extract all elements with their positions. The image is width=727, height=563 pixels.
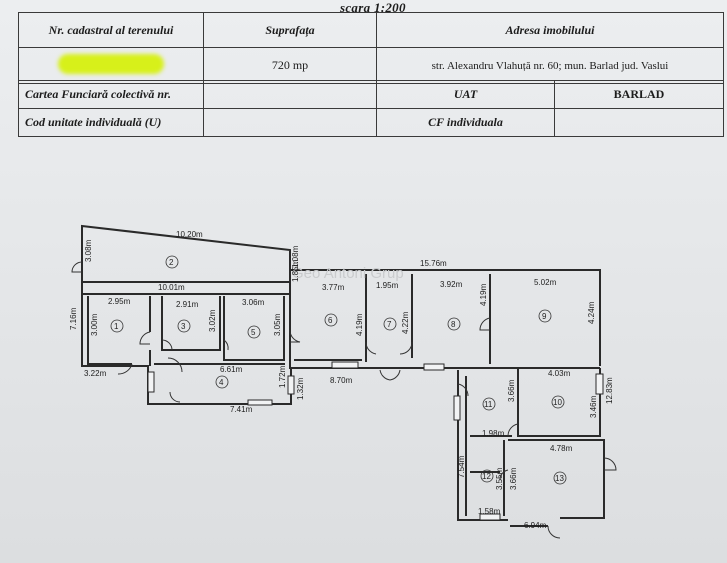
- dim-5-02: 5.02m: [534, 278, 557, 287]
- carte-funciara-table: Cartea Funciară colectivă nr. UAT BARLAD…: [18, 80, 724, 137]
- dim-6-61: 6.61m: [220, 365, 243, 374]
- room-11: 11: [484, 400, 493, 409]
- room-7: 7: [387, 320, 392, 329]
- dim-3-55: 3.55m: [495, 467, 504, 490]
- dim-1-58: 1.58m: [478, 507, 501, 516]
- dim-7-54: 7.54m: [457, 455, 466, 478]
- dim-3-22: 3.22m: [84, 369, 107, 378]
- room-12: 12: [482, 472, 491, 481]
- dim-3-02: 3.02m: [208, 309, 217, 332]
- dim-8-70: 8.70m: [330, 376, 353, 385]
- dim-4-19-b: 4.19m: [479, 283, 488, 306]
- dim-1-98: 1.98m: [482, 429, 505, 438]
- dim-1-08: 1.08m: [291, 245, 300, 268]
- dim-7-41: 7.41m: [230, 405, 253, 414]
- dim-4-24: 4.24m: [587, 301, 596, 324]
- cf-individuala-value: [554, 108, 724, 137]
- carte-funciara-value: [203, 80, 377, 109]
- dim-3-46: 3.46m: [589, 395, 598, 418]
- dim-3-77: 3.77m: [322, 283, 345, 292]
- uat-value: BARLAD: [554, 80, 724, 109]
- dim-4-19-a: 4.19m: [355, 313, 364, 336]
- windows: [147, 361, 604, 521]
- dim-4-03: 4.03m: [548, 369, 571, 378]
- cf-individuala-label: CF individuala: [376, 108, 555, 137]
- room-9: 9: [542, 312, 547, 321]
- dim-3-92: 3.92m: [440, 280, 463, 289]
- dim-12-83: 12.83m: [605, 377, 614, 404]
- dim-3-66-b: 3.66m: [509, 467, 518, 490]
- room-4: 4: [219, 378, 224, 387]
- room-2: 2: [169, 258, 174, 267]
- dim-1-32: 1.32m: [296, 377, 305, 400]
- dim-7-16: 7.16m: [69, 307, 78, 330]
- dim-3-05: 3.05m: [273, 313, 282, 336]
- room-5: 5: [251, 328, 256, 337]
- scale-header: scara 1:200: [340, 0, 406, 15]
- header-adresa: Adresa imobilului: [376, 12, 724, 48]
- cod-unitate-label: Cod unitate individuală (U): [18, 108, 204, 137]
- dim-4-22: 4.22m: [401, 311, 410, 334]
- suprafata-value: 720 mp: [203, 47, 377, 84]
- dim-10-20: 10.20m: [176, 230, 203, 239]
- dim-3-66-a: 3.66m: [507, 379, 516, 402]
- dim-2-95: 2.95m: [108, 297, 131, 306]
- dim-15-76: 15.76m: [420, 259, 447, 268]
- header-suprafata: Suprafața: [203, 12, 377, 48]
- plan-walls: [81, 224, 605, 527]
- dim-4-78: 4.78m: [550, 444, 573, 453]
- room-1: 1: [114, 322, 119, 331]
- door-arcs: [71, 261, 617, 539]
- watermark: Geo Antoni Grup: [292, 265, 404, 282]
- cadastral-number-redacted: [18, 47, 204, 84]
- cadastral-table: Nr. cadastral al terenului Suprafața Adr…: [18, 12, 724, 84]
- cod-unitate-value: [203, 108, 377, 137]
- dim-10-01: 10.01m: [158, 283, 185, 292]
- dim-1-72: 1.72m: [278, 365, 287, 388]
- room-13: 13: [555, 474, 564, 483]
- dim-3-08: 3.08m: [84, 239, 93, 262]
- dim-1-95: 1.95m: [376, 281, 399, 290]
- room-6: 6: [328, 316, 333, 325]
- header-cadastral: Nr. cadastral al terenului: [18, 12, 204, 48]
- dim-1-85: 1.85m: [291, 259, 300, 282]
- room-3: 3: [181, 322, 186, 331]
- dim-6-94: 6.94m: [524, 521, 547, 530]
- dim-3-00: 3.00m: [90, 313, 99, 336]
- room-markers: [110, 255, 567, 485]
- room-10: 10: [553, 398, 562, 407]
- room-8: 8: [451, 320, 456, 329]
- carte-funciara-label: Cartea Funciară colectivă nr.: [18, 80, 204, 109]
- dim-2-91: 2.91m: [176, 300, 199, 309]
- uat-label: UAT: [376, 80, 555, 109]
- dim-3-06: 3.06m: [242, 298, 265, 307]
- redaction-mark: [58, 53, 164, 74]
